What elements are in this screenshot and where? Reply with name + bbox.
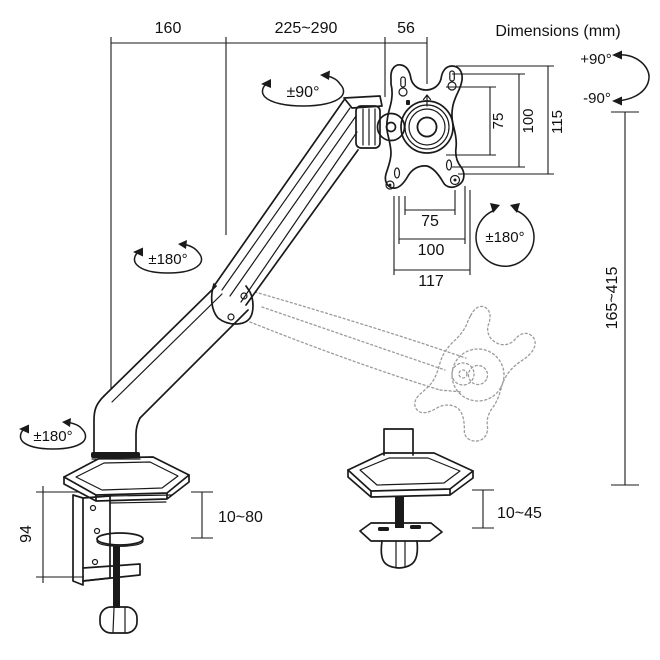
dim-label-vesa-h75: 75 bbox=[421, 213, 439, 230]
dim-clamp-height: 94 bbox=[18, 486, 84, 583]
tilt-rotation-icon: +90° -90° bbox=[580, 50, 650, 107]
desk-clamp bbox=[72, 494, 173, 634]
rotation-label-tilt-up: +90° bbox=[580, 51, 611, 68]
clamp-base-plate bbox=[63, 456, 190, 502]
ghost-vesa-plate bbox=[410, 299, 542, 448]
vesa-keyhole-top-right bbox=[447, 70, 457, 91]
dim-label-10-80: 10~80 bbox=[218, 509, 263, 526]
arm-head-joint bbox=[343, 95, 406, 149]
dim-label-vesa-v75: 75 bbox=[490, 113, 507, 130]
diagram-title: Dimensions (mm) bbox=[495, 23, 620, 40]
vesa-slot-bottom-left bbox=[385, 167, 401, 190]
vesa-slot-bottom-right bbox=[445, 159, 461, 186]
elbow-joint bbox=[210, 283, 254, 325]
rotation-label-base: ±180° bbox=[33, 428, 72, 445]
dim-label-225-290: 225~290 bbox=[275, 20, 338, 37]
ghost-arm-seam bbox=[261, 306, 446, 371]
ghost-head-bottom bbox=[439, 389, 463, 393]
grommet-knob bbox=[380, 540, 419, 569]
ghost-arm-bottom-edge bbox=[249, 321, 441, 391]
dim-top: 160 225~290 56 bbox=[110, 20, 428, 389]
riser-column bbox=[91, 395, 141, 460]
dim-label-vesa-v100: 100 bbox=[520, 108, 537, 133]
dimension-annotations: 160 225~290 56 75 100 115 75 100 117 165… bbox=[18, 20, 639, 583]
dim-label-vesa-h117: 117 bbox=[418, 273, 444, 290]
plate-rotation-icon: ±180° bbox=[475, 203, 535, 267]
rotation-label-head-swivel: ±90° bbox=[287, 84, 320, 101]
ghost-ball-joint bbox=[451, 362, 475, 386]
dim-label-94: 94 bbox=[18, 525, 35, 543]
dim-label-56: 56 bbox=[397, 20, 415, 37]
clamp-pressure-pad bbox=[96, 532, 144, 547]
up-orientation-arrow-icon bbox=[406, 94, 432, 107]
head-swivel-rotation-icon: ±90° bbox=[261, 70, 345, 107]
base-swivel-rotation-icon: ±180° bbox=[19, 418, 87, 450]
ghost-arm-lowered-position bbox=[249, 291, 542, 448]
dim-vesa-horizontal: 75 100 117 bbox=[393, 186, 471, 290]
elbow-swivel-rotation-icon: ±180° bbox=[133, 240, 203, 274]
ghost-head-top bbox=[447, 351, 467, 359]
dim-label-10-45: 10~45 bbox=[497, 505, 542, 522]
dim-label-vesa-v115: 115 bbox=[549, 110, 566, 134]
monitor-arm-drawing bbox=[63, 64, 474, 634]
dim-vesa-vertical: 75 100 115 bbox=[446, 65, 566, 175]
dim-height-range: 165~415 bbox=[604, 111, 639, 486]
grommet-bottom-plate bbox=[359, 522, 443, 542]
grommet-rod bbox=[395, 496, 404, 528]
vesa-plate bbox=[384, 64, 465, 190]
rotation-annotations: ±90° ±180° ±180° ±180° +90° bbox=[19, 50, 650, 450]
ghost-ball-joint-center bbox=[458, 369, 468, 379]
dim-label-160: 160 bbox=[155, 20, 182, 37]
rotation-label-tilt-down: -90° bbox=[583, 90, 611, 107]
ghost-arm-top-edge bbox=[254, 291, 449, 353]
rotation-label-elbow: ±180° bbox=[148, 251, 187, 268]
dim-clamp-desk-range: 10~80 bbox=[191, 491, 263, 539]
dim-label-vesa-h100: 100 bbox=[418, 242, 445, 259]
dim-label-height-range: 165~415 bbox=[604, 267, 621, 330]
rotation-label-plate: ±180° bbox=[485, 229, 524, 246]
lower-arm-segment bbox=[103, 285, 249, 419]
clamp-lower-jaw bbox=[82, 563, 141, 582]
grommet-base bbox=[347, 428, 474, 569]
clamp-knob bbox=[99, 606, 138, 634]
upper-arm-segment bbox=[213, 99, 359, 306]
vesa-keyhole-top-left bbox=[398, 76, 408, 97]
dim-grommet-desk-range: 10~45 bbox=[472, 489, 542, 529]
